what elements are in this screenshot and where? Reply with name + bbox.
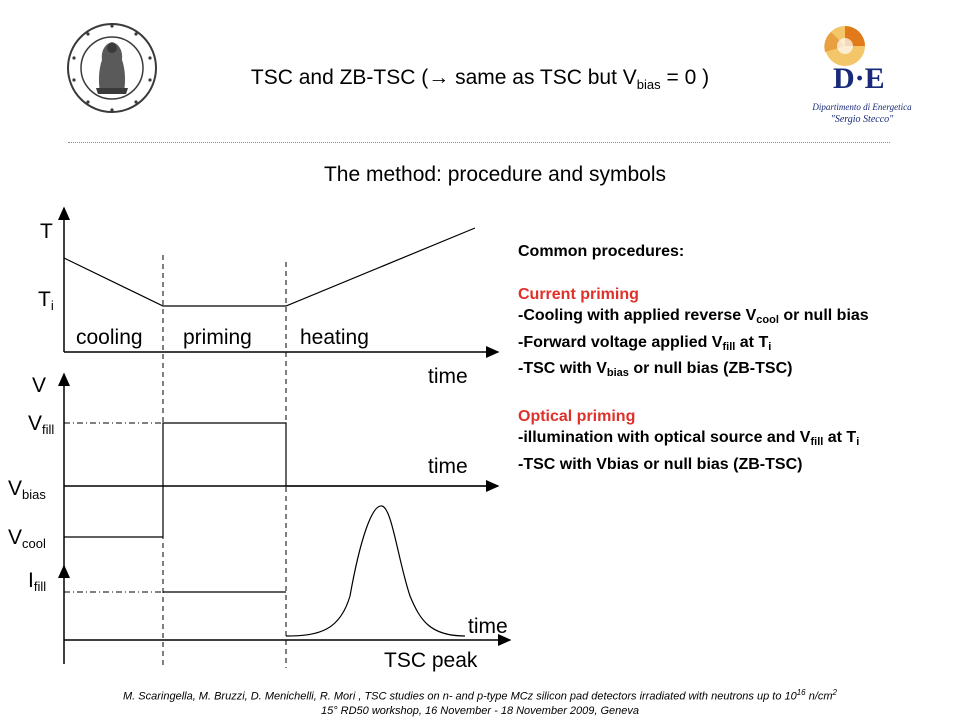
current-step-2: -Forward voltage applied Vfill at Ti	[518, 333, 772, 353]
procedures-heading: Common procedures:	[518, 243, 685, 260]
vfill-label: Vfill	[28, 412, 55, 437]
phase-priming-label: priming	[183, 326, 252, 349]
time-label-top: time	[428, 365, 468, 388]
procedures-panel: Common procedures: Current priming -Cool…	[518, 241, 958, 475]
phase-cooling-label: cooling	[76, 326, 143, 349]
vcool-label: Vcool	[8, 526, 46, 551]
tsc-peak-curve	[285, 505, 466, 637]
time-label-bottom: time	[468, 615, 508, 638]
voltage-curve	[64, 422, 498, 538]
optical-step-1: -illumination with optical source and Vf…	[518, 429, 860, 448]
die-department-logo: D·E Dipartimento di Energetica "Sergio S…	[795, 20, 925, 130]
vbias-label: Vbias	[8, 477, 46, 502]
university-seal-icon	[67, 23, 157, 113]
citation-line-2: 15° RD50 workshop, 16 November - 18 Nove…	[320, 704, 640, 717]
optical-priming-title: Optical priming	[518, 407, 636, 425]
temperature-curve	[63, 227, 476, 307]
initial-temperature-label: Ti	[38, 288, 54, 313]
title-divider	[68, 142, 890, 143]
logo-caption-department: Dipartimento di Energetica	[812, 102, 912, 112]
current-step-3: -TSC with Vbias or null bias (ZB-TSC)	[518, 360, 793, 379]
phase-heating-label: heating	[300, 326, 369, 349]
ifill-label: Ifill	[28, 569, 47, 594]
current-priming-title: Current priming	[518, 285, 639, 303]
citation-line-1: M. Scaringella, M. Bruzzi, D. Menichelli…	[123, 688, 837, 703]
tsc-peak-label: TSC peak	[384, 649, 478, 672]
temperature-axis-label: T	[40, 220, 53, 243]
time-label-middle: time	[428, 455, 468, 478]
citation: M. Scaringella, M. Bruzzi, D. Menichelli…	[60, 686, 900, 718]
slide-title: TSC and ZB-TSC (→ same as TSC but Vbias …	[250, 66, 710, 93]
slide-subtitle: The method: procedure and symbols	[323, 163, 667, 186]
current-step-1: -Cooling with applied reverse Vcool or n…	[518, 307, 869, 326]
optical-step-2: -TSC with Vbias or null bias (ZB-TSC)	[518, 455, 803, 473]
die-department-logo-icon	[824, 26, 865, 66]
logo-text: D·E	[833, 62, 885, 95]
voltage-axis-label: V	[32, 374, 47, 397]
logo-caption-name: "Sergio Stecco"	[830, 114, 894, 125]
